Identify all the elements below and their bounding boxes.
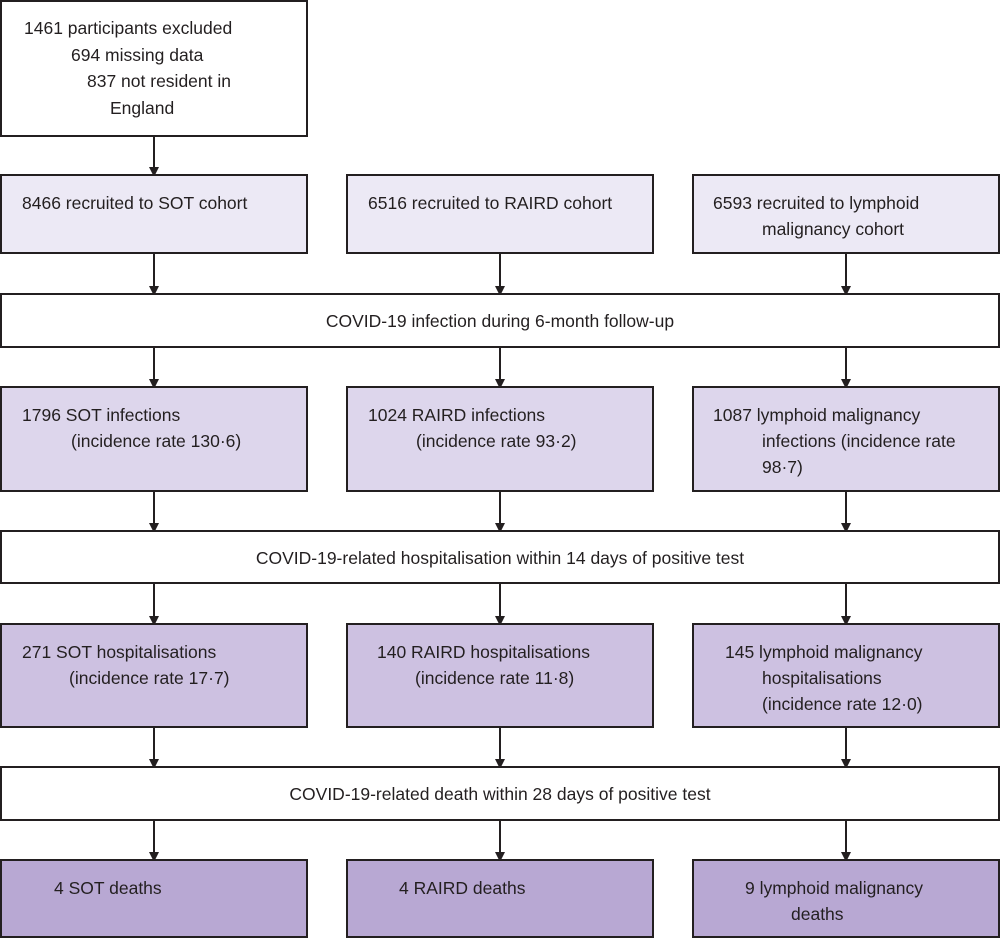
sot-deaths-box: 4 SOT deaths [0,859,308,938]
lymphoid-hospitalisations-box: 145 lymphoid malignancy hospitalisations… [692,623,1000,728]
lymphoid-infections-box: 1087 lymphoid malignancy infections (inc… [692,386,1000,492]
lymphoid-cohort-box: 6593 recruited to lymphoid malignancy co… [692,174,1000,254]
sot-infections-box: 1796 SOT infections (incidence rate 130·… [0,386,308,492]
sot-cohort-box: 8466 recruited to SOT cohort [0,174,308,254]
lymphoid-hospitalisations-label-cont: hospitalisations [762,668,882,688]
excluded-box: 1461 participants excluded 694 missing d… [0,0,308,137]
sot-hospitalisations-count: 271 SOT hospitalisations [22,642,217,662]
raird-hospitalisations-box: 140 RAIRD hospitalisations (incidence ra… [346,623,654,728]
raird-hospitalisations-count: 140 RAIRD hospitalisations [377,642,591,662]
sot-hospitalisations-box: 271 SOT hospitalisations (incidence rate… [0,623,308,728]
death-stage-bar: COVID-19-related death within 28 days of… [0,766,1000,821]
raird-infections-box: 1024 RAIRD infections (incidence rate 93… [346,386,654,492]
lymphoid-deaths-count: 9 lymphoid malignancy [745,878,924,898]
lymphoid-hospitalisations-count: 145 lymphoid malignancy [725,642,923,662]
excluded-not-resident: 837 not resident in [87,71,231,91]
death-stage-label: COVID-19-related death within 28 days of… [289,784,711,804]
hospitalisation-stage-bar: COVID-19-related hospitalisation within … [0,530,1000,584]
sot-infections-count: 1796 SOT infections [22,405,181,425]
sot-cohort-label: 8466 recruited to SOT cohort [22,193,248,213]
raird-infections-rate: (incidence rate 93·2) [416,431,577,451]
raird-deaths-box: 4 RAIRD deaths [346,859,654,938]
lymphoid-deaths-count-cont: deaths [791,904,844,924]
raird-cohort-box: 6516 recruited to RAIRD cohort [346,174,654,254]
lymphoid-deaths-box: 9 lymphoid malignancy deaths [692,859,1000,938]
lymphoid-cohort-label: 6593 recruited to lymphoid [713,193,920,213]
raird-hospitalisations-rate: (incidence rate 11·8) [415,668,575,688]
infection-stage-label: COVID-19 infection during 6-month follow… [325,311,675,331]
sot-deaths-count: 4 SOT deaths [54,878,162,898]
lymphoid-cohort-label-cont: malignancy cohort [762,219,905,239]
excluded-missing-data: 694 missing data [71,45,204,65]
excluded-not-resident-cont: England [110,98,175,118]
infection-stage-bar: COVID-19 infection during 6-month follow… [0,293,1000,348]
lymphoid-infections-count: 1087 lymphoid malignancy [713,405,921,425]
lymphoid-infections-rate-cont: 98·7) [762,457,803,477]
raird-cohort-label: 6516 recruited to RAIRD cohort [368,193,613,213]
raird-deaths-count: 4 RAIRD deaths [399,878,526,898]
lymphoid-hospitalisations-rate: (incidence rate 12·0) [762,694,923,714]
hospitalisation-stage-label: COVID-19-related hospitalisation within … [255,548,745,568]
sot-infections-rate: (incidence rate 130·6) [71,431,242,451]
raird-infections-count: 1024 RAIRD infections [368,405,546,425]
sot-hospitalisations-rate: (incidence rate 17·7) [69,668,230,688]
excluded-total: 1461 participants excluded [24,18,233,38]
lymphoid-infections-rate: infections (incidence rate [762,431,956,451]
